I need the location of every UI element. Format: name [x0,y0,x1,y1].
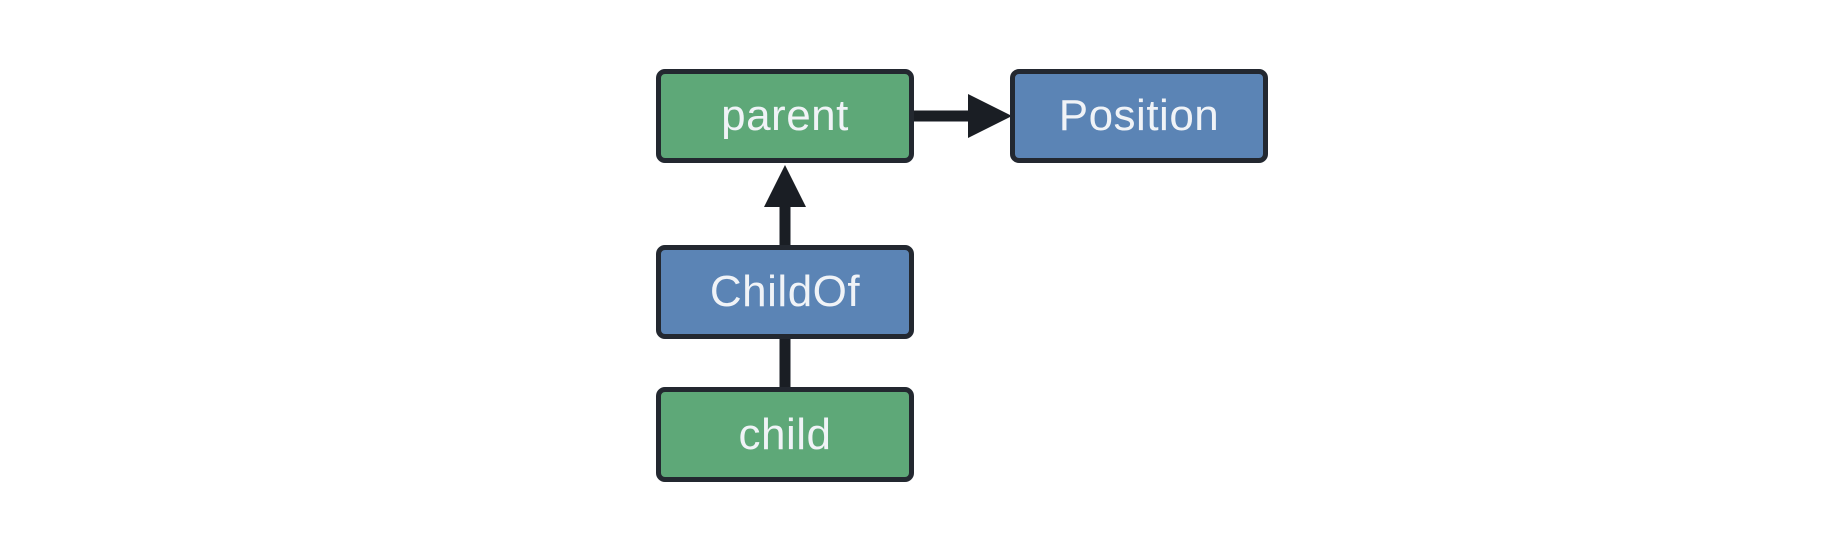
node-parent: parent [656,69,914,163]
node-childof-label: ChildOf [709,267,861,316]
arrowhead-up-icon [764,165,806,207]
node-child-label: child [738,409,832,459]
edge-childof-to-parent [764,165,806,245]
node-child: child [656,387,914,482]
node-position: Position [1010,69,1268,163]
arrowhead-right-icon [968,94,1012,138]
node-childof: ChildOf [656,245,914,339]
edge-parent-to-position [913,94,1012,138]
node-position-label: Position [1058,91,1220,140]
node-parent-label: parent [721,91,849,140]
